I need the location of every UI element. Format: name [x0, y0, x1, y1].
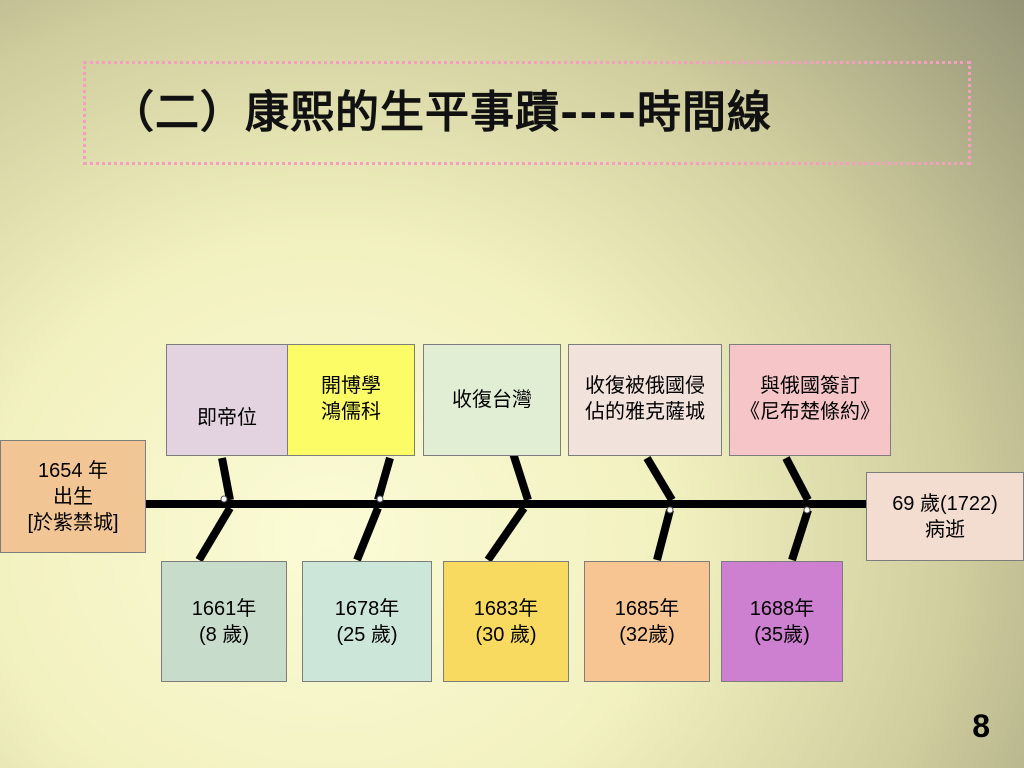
- connector-date-3: [484, 505, 528, 563]
- tick-dot-3: [666, 506, 674, 514]
- title-frame: （二）康熙的生平事蹟----時間線: [83, 61, 971, 165]
- event-box-2: 開博學 鴻儒科: [287, 344, 415, 456]
- connector-event-1: [218, 457, 234, 501]
- slide-title: （二）康熙的生平事蹟----時間線: [110, 87, 773, 138]
- date-box-5: 1688年 (35歲): [721, 561, 843, 682]
- date-box-1: 1661年 (8 歲): [161, 561, 287, 682]
- connector-event-4: [643, 455, 676, 503]
- connector-event-2: [374, 456, 394, 502]
- date-box-3: 1683年 (30 歲): [443, 561, 569, 682]
- event-box-3: 收復台灣: [423, 344, 561, 456]
- tick-dot-1: [220, 495, 228, 503]
- connector-date-5: [788, 508, 812, 562]
- page-number: 8: [972, 708, 990, 744]
- connector-event-3: [508, 448, 532, 502]
- connector-date-2: [353, 506, 382, 562]
- connector-date-4: [653, 508, 674, 562]
- connector-event-5: [782, 456, 812, 502]
- connector-date-1: [195, 505, 234, 563]
- date-box-2: 1678年 (25 歲): [302, 561, 432, 682]
- death-box: 69 歲(1722) 病逝: [866, 472, 1024, 561]
- event-box-1: 即帝位: [166, 344, 288, 456]
- event-box-4: 收復被俄國侵 佔的雅克薩城: [568, 344, 722, 456]
- tick-dot-2: [376, 495, 384, 503]
- event-box-5: 與俄國簽訂 《尼布楚條約》: [729, 344, 891, 456]
- birth-box: 1654 年 出生 [於紫禁城]: [0, 440, 146, 553]
- tick-dot-4: [803, 506, 811, 514]
- date-box-4: 1685年 (32歲): [584, 561, 710, 682]
